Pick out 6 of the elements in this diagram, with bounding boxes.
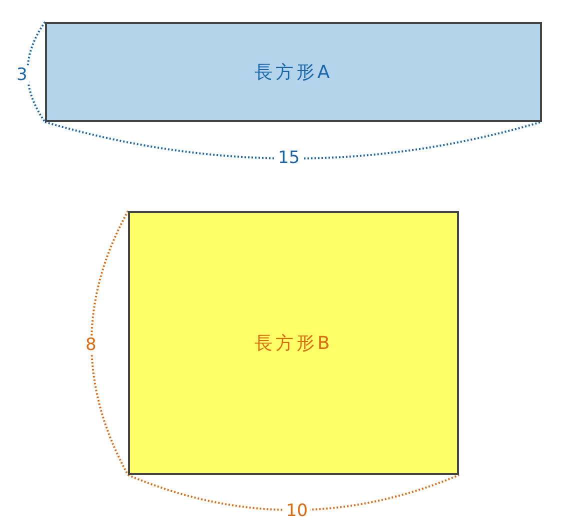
- dimension-label: 8: [84, 336, 98, 354]
- dimension-label: 3: [14, 66, 30, 84]
- shape-label: 長方形A: [254, 61, 333, 84]
- shape-label: 長方形B: [254, 332, 333, 355]
- rectangle: [128, 211, 459, 475]
- rectangle: [45, 22, 542, 122]
